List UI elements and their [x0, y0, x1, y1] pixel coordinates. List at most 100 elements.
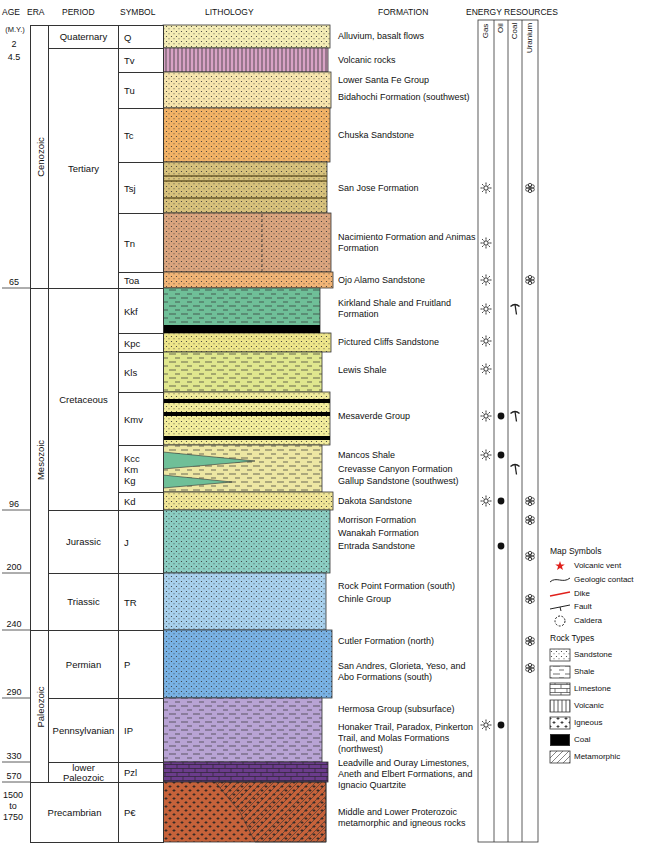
- formation-name: Chinle Group: [338, 594, 476, 605]
- map-symbol: Pzl: [124, 767, 137, 778]
- legend-label: Metamorphic: [574, 752, 620, 762]
- map-symbol: Tv: [124, 55, 135, 66]
- column-header: ERA: [27, 7, 44, 17]
- formation-name: Wanakah Formation: [338, 528, 476, 539]
- period-name: Cretaceous: [59, 395, 108, 405]
- legend-label: Dike: [574, 589, 590, 599]
- legend-label: Limestone: [574, 684, 611, 694]
- period-box: lower Paleozoic: [48, 762, 119, 783]
- legend-label: Coal: [574, 735, 590, 745]
- period-name: Jurassic: [66, 537, 101, 547]
- symbol-cell: Tn: [118, 213, 164, 273]
- symbol-cell: Kls: [118, 352, 164, 393]
- period-box: Pennsylvanian: [48, 698, 119, 763]
- age-value: 4.5: [0, 52, 28, 63]
- resource-header: Coal: [510, 23, 520, 39]
- formation-name: Nacimiento Formation and Animas Formatio…: [338, 232, 476, 254]
- formation-name: Crevasse Canyon Formation: [338, 464, 476, 475]
- formation-name: Honaker Trail, Paradox, Pinkerton Trail,…: [338, 722, 476, 755]
- era-name: Cenozoic: [34, 137, 45, 177]
- period-box: Triassic: [48, 573, 119, 631]
- formation-name: Middle and Lower Proterozoic metamorphic…: [338, 807, 476, 829]
- map-symbol: Kls: [124, 367, 137, 378]
- formation-name: Chuska Sandstone: [338, 130, 476, 141]
- formation-name: San Jose Formation: [338, 183, 476, 194]
- period-name: Precambrian: [48, 808, 102, 818]
- formation-name: Mesaverde Group: [338, 411, 476, 422]
- formation-name: Mancos Shale: [338, 450, 476, 461]
- map-symbol: TR: [124, 597, 137, 608]
- column-header: ENERGY RESOURCES: [466, 7, 558, 17]
- symbol-cell: Tc: [118, 108, 164, 163]
- age-value: 1500 to 1750: [0, 790, 26, 823]
- age-value: 290: [0, 687, 28, 698]
- symbol-cell: Q: [118, 25, 164, 49]
- period-box: Jurassic: [48, 510, 119, 574]
- map-symbol: Tu: [124, 85, 135, 96]
- symbol-cell: P: [118, 630, 164, 699]
- map-symbol: Q: [124, 32, 131, 43]
- period-name: Tertiary: [68, 164, 99, 174]
- map-symbol: P: [124, 659, 130, 670]
- formation-name: Gallup Sandstone (southwest): [338, 476, 476, 487]
- age-value: 200: [0, 562, 28, 573]
- age-value: 240: [0, 619, 28, 630]
- resource-header: Gas: [481, 23, 491, 38]
- period-box: Precambrian: [30, 782, 119, 843]
- formation-name: San Andres, Glorieta, Yeso, and Abo Form…: [338, 661, 476, 683]
- period-box: Cretaceous: [48, 288, 119, 511]
- map-symbol: IP: [124, 725, 133, 736]
- symbol-cell: KccKmKg: [118, 445, 164, 493]
- resource-header: Uranium: [525, 23, 535, 53]
- formation-name: Bidahochi Formation (southwest): [338, 92, 476, 103]
- symbol-cell: TR: [118, 573, 164, 631]
- era-box: Mesozoic: [30, 288, 49, 631]
- formation-name: Dakota Sandstone: [338, 496, 476, 507]
- formation-name: Ojo Alamo Sandstone: [338, 275, 476, 286]
- column-header: LITHOLOGY: [205, 7, 254, 17]
- symbol-cell: Kkf: [118, 288, 164, 334]
- symbol-cell: Tsj: [118, 162, 164, 214]
- period-name: Triassic: [67, 597, 99, 607]
- legend-label: Geologic contact: [574, 575, 634, 585]
- symbol-cell: IP: [118, 698, 164, 763]
- formation-name: Leadville and Ouray Limestones, Aneth an…: [338, 758, 476, 791]
- formation-name: Alluvium, basalt flows: [338, 31, 476, 42]
- era-box: Paleozoic: [30, 630, 49, 783]
- age-value: 96: [0, 499, 28, 510]
- age-value: 330: [0, 751, 28, 762]
- map-symbol: Km: [124, 464, 138, 475]
- formation-name: Hermosa Group (subsurface): [338, 704, 476, 715]
- map-symbol: Kmv: [124, 414, 143, 425]
- symbol-cell: Kd: [118, 492, 164, 511]
- formation-name: Lewis Shale: [338, 365, 476, 376]
- legend-swatch: [550, 734, 570, 746]
- period-name: lower Paleozoic: [51, 763, 116, 783]
- legend-label: Caldera: [574, 616, 602, 626]
- map-symbol: J: [124, 537, 129, 548]
- formation-name: Pictured Cliffs Sandstone: [338, 337, 476, 348]
- map-symbol: Tn: [124, 238, 135, 249]
- map-symbol: Kcc: [124, 453, 140, 464]
- age-unit: (M.Y.): [0, 25, 30, 34]
- map-symbol: Tsj: [124, 183, 136, 194]
- resource-header: Oil: [496, 23, 506, 33]
- column-header: PERIOD: [62, 7, 95, 17]
- legend-title: Map Symbols: [550, 546, 602, 556]
- era-name: Paleozoic: [34, 686, 45, 727]
- formation-name: Lower Santa Fe Group: [338, 75, 476, 86]
- map-symbol: Toa: [124, 275, 139, 286]
- symbol-cell: P€: [118, 782, 164, 843]
- symbol-cell: Kpc: [118, 333, 164, 353]
- map-symbol: Kpc: [124, 338, 140, 349]
- map-symbol: P€: [124, 807, 136, 818]
- map-symbol: Tc: [124, 130, 134, 141]
- period-name: Pennsylvanian: [53, 726, 115, 736]
- symbol-cell: Pzl: [118, 762, 164, 783]
- column-header: FORMATION: [378, 7, 428, 17]
- symbol-cell: Tv: [118, 48, 164, 73]
- formation-name: Morrison Formation: [338, 515, 476, 526]
- map-symbol: Kkf: [124, 306, 138, 317]
- age-value: 570: [0, 771, 28, 782]
- column-header: SYMBOL: [120, 7, 155, 17]
